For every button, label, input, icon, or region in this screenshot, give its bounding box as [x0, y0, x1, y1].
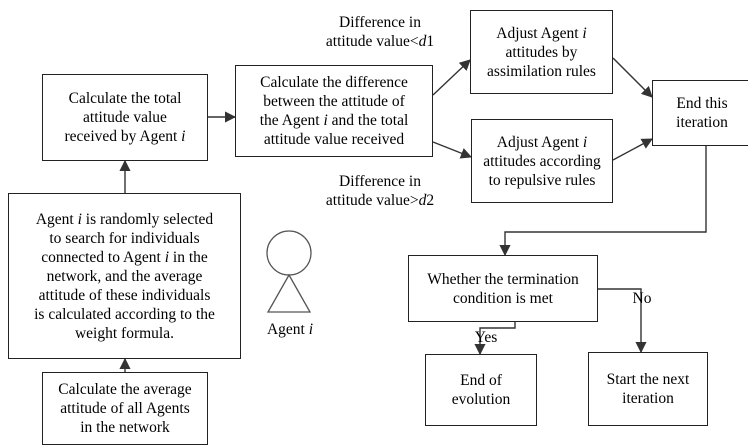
arrow-diff-to-repul: [432, 141, 473, 159]
end-evolution-box: End of evolution: [425, 354, 537, 426]
text-line: Calculate the difference: [260, 74, 408, 91]
text-line: Agent i: [266, 321, 314, 338]
text-line: attitude value>d2: [325, 192, 435, 209]
text-line: Calculate the total: [68, 90, 182, 107]
text-line: Adjust Agent i: [496, 133, 588, 151]
end-iteration-box: End this iteration: [652, 80, 748, 146]
text-line: iteration: [676, 114, 728, 131]
text-line: attitude of these individuals: [38, 286, 211, 304]
text-line: to search for individuals: [49, 229, 200, 247]
arrow-termination-no: [598, 288, 647, 354]
calc-average-box: Calculate the average attitude of all Age…: [42, 372, 208, 445]
text-line: between the attitude of: [263, 93, 405, 110]
text-line: attitude value: [83, 109, 167, 126]
text-line: iteration: [622, 390, 674, 407]
text-line: End of: [460, 372, 502, 389]
label-yes: Yes: [466, 328, 506, 347]
text-line: weight formula.: [74, 324, 174, 342]
text-line: Whether the termination: [427, 270, 579, 288]
text-line: Difference in: [339, 14, 421, 31]
text-line: attitude value<d1: [325, 33, 435, 50]
agent-caption: Agent i: [259, 320, 321, 339]
start-next-iteration-box: Start the next iteration: [588, 352, 708, 426]
text-line: evolution: [451, 391, 511, 408]
agent-head: [266, 230, 312, 276]
agent-body: [266, 273, 312, 313]
text-line: attitude value received: [263, 131, 405, 148]
text-line: Calculate the average: [58, 381, 192, 398]
label-difference-greater-d2: Difference in attitude value>d2: [300, 172, 460, 210]
text-line: condition is met: [453, 289, 553, 307]
text-line: attitudes by: [505, 43, 578, 61]
text-line: attitude of all Agents: [60, 400, 190, 417]
text-line: the Agent i and the total: [259, 112, 409, 129]
text-line: Start the next: [606, 371, 690, 388]
text-line: Yes: [474, 329, 498, 346]
text-line: received by Agent i: [64, 128, 186, 145]
arrow-termination-yes: [474, 322, 516, 356]
arrow-assim-to-end: [612, 57, 653, 98]
label-difference-less-d1: Difference in attitude value<d1: [300, 13, 460, 51]
text-line: attitudes according: [483, 152, 601, 170]
text-line: is calculated according to the: [34, 305, 215, 323]
agent-figure: [266, 230, 312, 313]
text-line: Difference in: [339, 173, 421, 190]
text-line: connected to Agent i in the: [41, 248, 208, 266]
text-line: in the network: [80, 419, 170, 436]
arrow-diff-to-assim: [432, 59, 471, 96]
arrow-repul-to-end: [612, 138, 653, 161]
calc-diff-box: Calculate the difference between the atti…: [235, 65, 433, 157]
text-line: No: [632, 290, 652, 307]
text-line: Agent i is randomly selected: [35, 210, 214, 228]
calc-total-box: Calculate the total attitude value receive…: [42, 74, 208, 161]
text-line: assimilation rules: [487, 62, 596, 80]
text-line: to repulsive rules: [488, 171, 596, 189]
text-line: Adjust Agent i: [496, 24, 587, 42]
arrow-end-to-termination: [499, 146, 707, 257]
label-no: No: [627, 289, 657, 308]
text-line: network, and the average: [46, 267, 203, 285]
text-line: End this: [676, 95, 728, 112]
